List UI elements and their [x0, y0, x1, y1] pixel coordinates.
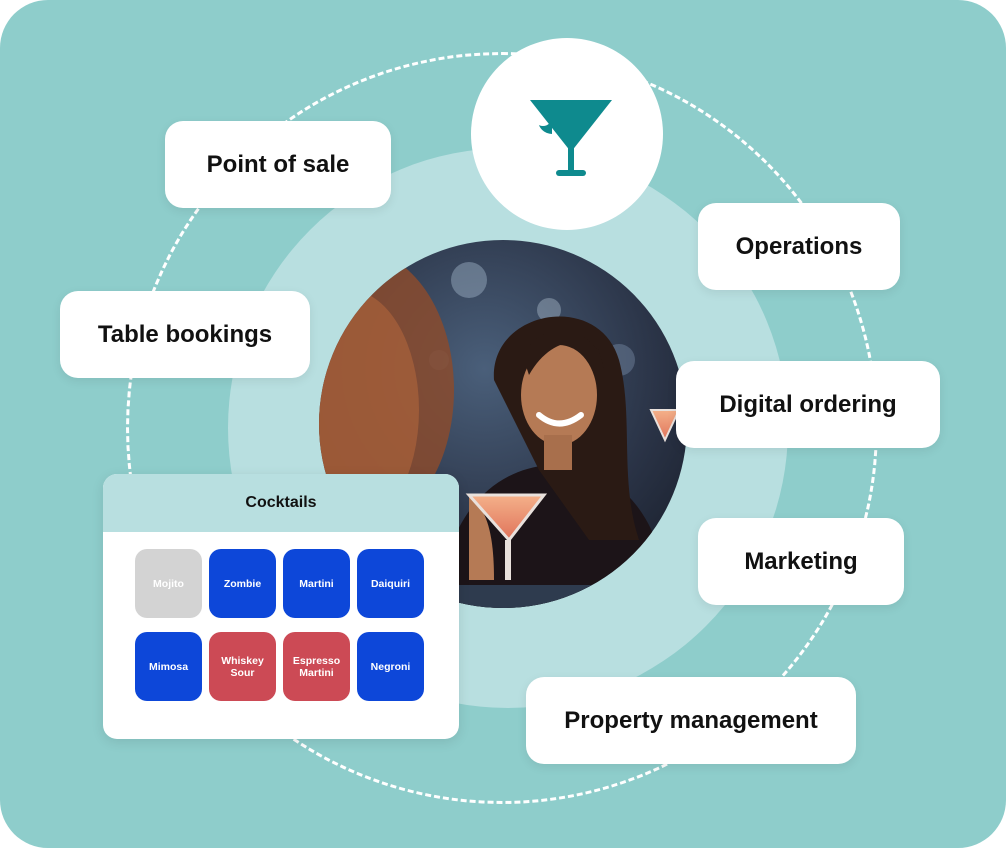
- cocktail-glass-icon: [530, 100, 612, 176]
- feature-point-of-sale: Point of sale: [165, 121, 391, 208]
- menu-item-whiskey-sour[interactable]: Whiskey Sour: [209, 632, 276, 701]
- feature-digital-ordering: Digital ordering: [676, 361, 940, 448]
- menu-item-martini[interactable]: Martini: [283, 549, 350, 618]
- menu-item-mimosa[interactable]: Mimosa: [135, 632, 202, 701]
- cocktail-badge: [471, 38, 663, 230]
- feature-marketing: Marketing: [698, 518, 904, 605]
- menu-item-mojito[interactable]: Mojito: [135, 549, 202, 618]
- cocktail-menu-card: Cocktails Mojito Zombie Martini Daiquiri…: [103, 474, 459, 739]
- menu-item-negroni[interactable]: Negroni: [357, 632, 424, 701]
- menu-title: Cocktails: [103, 474, 459, 532]
- feature-operations: Operations: [698, 203, 900, 290]
- feature-table-bookings: Table bookings: [60, 291, 310, 378]
- feature-property-management: Property management: [526, 677, 856, 764]
- menu-item-zombie[interactable]: Zombie: [209, 549, 276, 618]
- menu-grid: Mojito Zombie Martini Daiquiri Mimosa Wh…: [135, 549, 424, 701]
- menu-item-daiquiri[interactable]: Daiquiri: [357, 549, 424, 618]
- menu-item-espresso-martini[interactable]: Espresso Martini: [283, 632, 350, 701]
